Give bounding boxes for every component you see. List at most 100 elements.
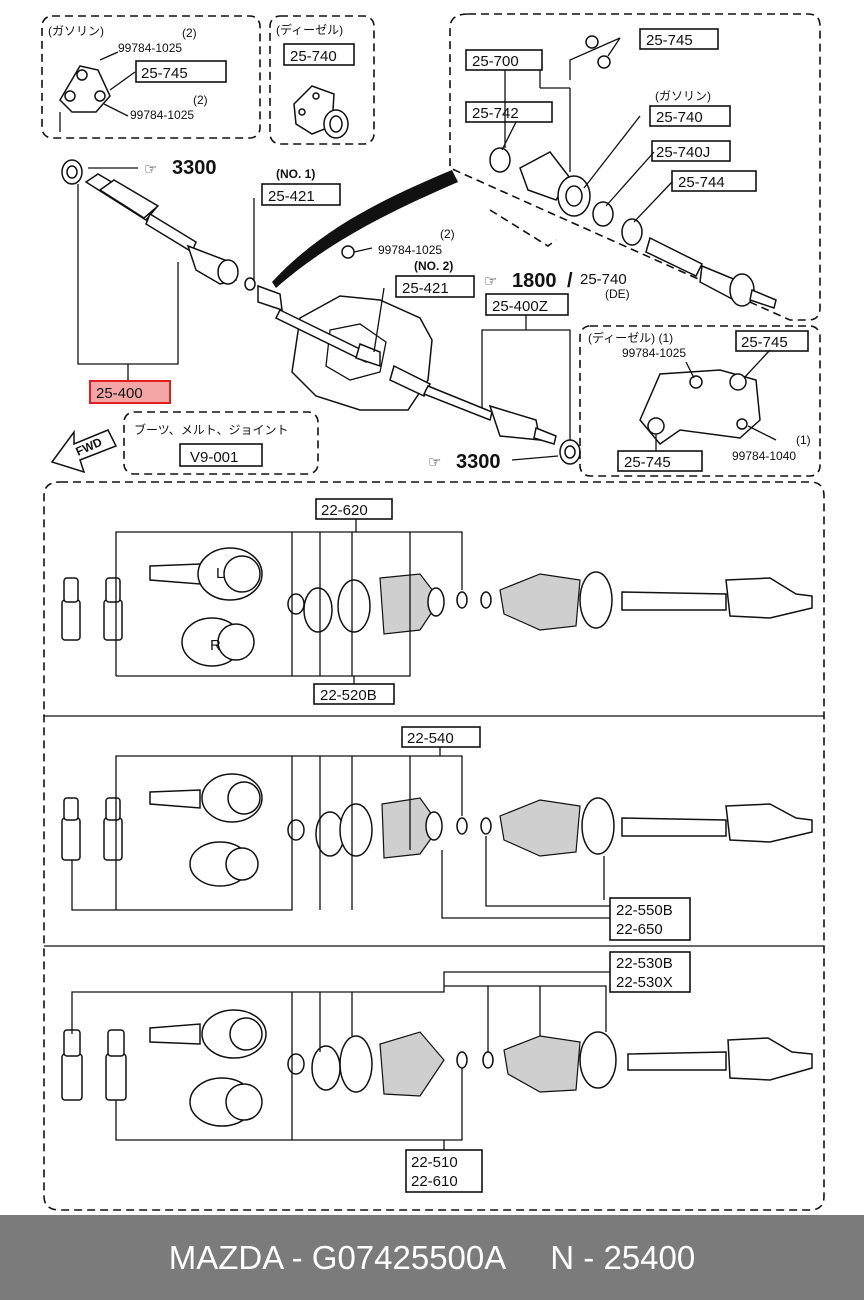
fwd-arrow-icon: FWD	[50, 429, 118, 474]
ref-number-1800[interactable]: 1800	[512, 270, 557, 292]
part-box-25-700[interactable]	[465, 49, 543, 71]
no2-leader	[373, 287, 385, 353]
part-number: 22-530X	[616, 974, 673, 991]
section-1-joint-kit-icon	[61, 547, 813, 667]
ref-leader	[511, 455, 559, 461]
part-box-22-530b-22-530x[interactable]	[609, 951, 691, 993]
part-number: 99784-1025	[118, 41, 182, 55]
section-2-bracket-top	[115, 755, 463, 910]
part-22-550b-leader	[485, 836, 610, 907]
part-number: 99784-1040	[732, 449, 796, 463]
section-2-bracket-bottom	[71, 756, 293, 911]
part-number: 25-740J	[656, 144, 710, 161]
part-box-22-510-22-610[interactable]	[405, 1149, 483, 1193]
no1-label: (NO. 1)	[276, 167, 315, 181]
ref-number-3300[interactable]: 3300	[456, 451, 501, 473]
part-22-550b-leader	[441, 850, 610, 919]
part-number[interactable]: 25-740	[580, 271, 627, 288]
gasoline-bracket-inset	[41, 15, 261, 139]
part-box-22-540[interactable]	[401, 726, 481, 748]
no2-label: (NO. 2)	[414, 259, 453, 273]
part-box-22-520b[interactable]	[313, 683, 395, 705]
de-label: (DE)	[605, 287, 630, 301]
part-number: 25-745	[741, 334, 788, 351]
part-number: 99784-1025	[622, 346, 686, 360]
ref-number-3300[interactable]: 3300	[172, 157, 217, 179]
part-box-25-745[interactable]	[735, 330, 809, 352]
part-box-25-740[interactable]	[649, 105, 731, 127]
bracket-icon	[59, 51, 136, 132]
part-box-v9-001[interactable]	[179, 443, 263, 467]
part-number: 25-421	[402, 280, 449, 297]
part-number: 25-745	[646, 32, 693, 49]
qty-label: (1)	[796, 433, 811, 447]
part-box-25-744[interactable]	[671, 170, 757, 192]
part-box-25-740j[interactable]	[651, 140, 731, 162]
section-3-joint-kit-icon	[61, 1009, 813, 1127]
diesel-bracket-inset	[579, 325, 821, 477]
part-number: 99784-1025	[378, 243, 442, 257]
joint-kits-panel	[43, 481, 825, 1211]
intermediate-shaft-parts-icon	[489, 35, 777, 309]
part-box-22-550b-22-650[interactable]	[609, 897, 691, 941]
qty-label: (2)	[440, 227, 455, 241]
exploded-parts-diagram: (ガソリン) (2) 99784-1025 25-745 (2) 99784-1…	[41, 13, 825, 1211]
qty-label: (2)	[193, 93, 208, 107]
footer-text: MAZDA - G07425500A N - 25400	[168, 1238, 696, 1276]
part-box-25-400-highlighted[interactable]	[89, 380, 171, 404]
part-box-25-421[interactable]	[395, 275, 475, 298]
diesel-label: (ディーゼル)	[276, 22, 343, 37]
part-number: 25-421	[268, 188, 315, 205]
boots-kit-inset	[123, 411, 319, 475]
part-number: 25-742	[472, 105, 519, 122]
part-number: 25-400	[96, 385, 143, 402]
part-number: 25-740	[290, 48, 337, 65]
joint-letter-left: L	[216, 565, 224, 582]
assembly-bracket-line	[77, 184, 179, 365]
part-reference-footer: MAZDA - G07425500A N - 25400	[0, 1215, 864, 1300]
gasoline-label: (ガソリン)	[48, 24, 104, 38]
section-3-bracket-bottom	[115, 1068, 463, 1141]
part-box-25-400z[interactable]	[485, 293, 569, 316]
part-box-22-620[interactable]	[315, 498, 393, 520]
part-number: 22-550B	[616, 902, 673, 919]
section-1-bracket-top	[115, 531, 463, 676]
part-number: 22-540	[407, 730, 454, 747]
joint-letter-right: R	[210, 637, 221, 654]
part-number: V9-001	[190, 449, 238, 466]
part-box-25-745[interactable]	[135, 60, 227, 83]
part-number: 25-700	[472, 53, 519, 70]
part-number: 22-530B	[616, 955, 673, 972]
part-box-25-740[interactable]	[283, 43, 355, 66]
section-3-bracket-top	[71, 971, 610, 1034]
part-number: 22-650	[616, 921, 663, 938]
part-22-530b-leader	[444, 985, 607, 1032]
section-1-bracket-bottom	[116, 532, 411, 677]
de-connector	[489, 209, 557, 247]
part-number: 99784-1025	[130, 108, 194, 122]
ref-hand-icon: ☞	[484, 273, 497, 290]
diesel-bracket-icon	[639, 349, 777, 452]
part-number: 25-400Z	[492, 298, 548, 315]
part-number: 22-610	[411, 1173, 458, 1190]
part-box-25-745[interactable]	[639, 28, 719, 50]
boots-caption: ブーツ、メルト、ジョイント	[134, 422, 289, 437]
part-number: 25-745	[141, 65, 188, 82]
section-2-joint-kit-icon	[61, 773, 813, 887]
part-number: 25-740	[656, 109, 703, 126]
inset-pointer	[272, 170, 458, 288]
part-box-25-742[interactable]	[465, 101, 553, 123]
gasoline-label: (ガソリン)	[655, 89, 711, 103]
part-number: 25-744	[678, 174, 725, 191]
part-number: 22-520B	[320, 687, 377, 704]
part-box-25-745[interactable]	[617, 450, 703, 472]
intermediate-shaft-inset	[449, 13, 821, 321]
ref-hand-icon: ☞	[428, 454, 441, 471]
drive-shaft-assembly-icon	[61, 159, 581, 465]
part-box-25-421[interactable]	[261, 183, 341, 206]
part-number: 22-620	[321, 502, 368, 519]
bearing-housing-icon	[293, 85, 349, 139]
qty-label: (2)	[182, 26, 197, 40]
part-number: 25-745	[624, 454, 671, 471]
